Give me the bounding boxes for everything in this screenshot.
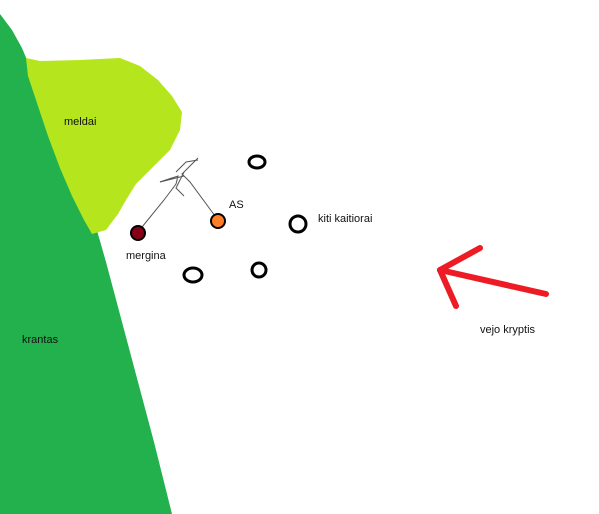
girl-position-marker xyxy=(130,225,146,241)
other-kitesurfers-label: kiti kaitiorai xyxy=(318,213,373,225)
kitesurfer-marker xyxy=(247,154,267,170)
reeds-area xyxy=(26,58,182,234)
shore-label: krantas xyxy=(22,334,59,346)
shore-area xyxy=(0,14,172,514)
girl-kite-line xyxy=(137,175,185,233)
kitesurfer-marker xyxy=(250,261,268,279)
kite-lines xyxy=(137,157,219,233)
reeds-label: meldai xyxy=(64,116,97,128)
wind-direction-arrow xyxy=(437,245,549,309)
wind-direction-label: vejo kryptis xyxy=(480,324,536,336)
other-kitesurfers xyxy=(182,154,308,284)
kitesurfer-marker xyxy=(288,214,308,234)
girl-label: mergina xyxy=(126,250,166,262)
me-label: AS xyxy=(229,199,244,211)
kitesurfer-marker xyxy=(182,266,204,284)
my-kite-line xyxy=(175,157,219,221)
my-position-marker xyxy=(210,213,226,229)
kite-sketch xyxy=(159,159,199,183)
